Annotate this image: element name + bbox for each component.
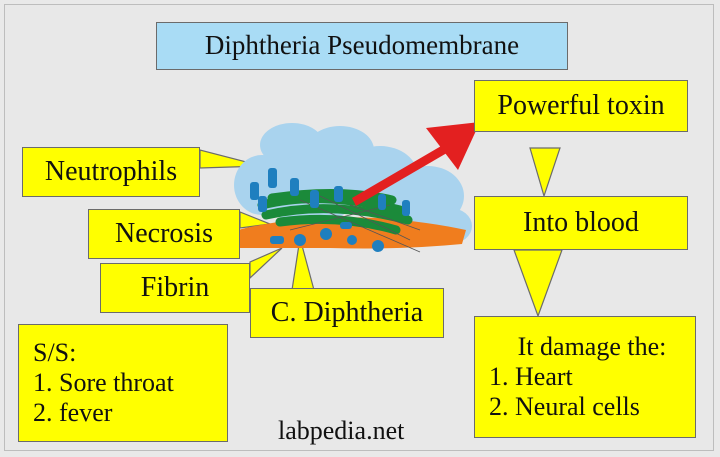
watermark: labpedia.net [278,416,405,445]
label-c-diphtheria: C. Diphtheria [250,288,444,338]
damage-heading: It damage the: [517,332,667,362]
damage-item: 2. Neural cells [489,391,640,421]
label-fibrin: Fibrin [100,263,250,313]
c-diphtheria-bacteria [250,168,410,252]
toxin-arrow [352,122,480,206]
fibrin-pointer [249,247,283,280]
damage-item: 1. Heart [489,362,573,392]
label-neutrophils: Neutrophils [22,147,200,197]
signs-symptoms-box: S/S: 1. Sore throat 2. fever [18,324,228,442]
damage-box: It damage the: 1. Heart 2. Neural cells [474,316,696,438]
toxin-to-blood-pointer [529,147,561,199]
label-necrosis: Necrosis [88,209,240,259]
label-into-blood: Into blood [474,196,688,250]
signs-symptoms-item: 1. Sore throat [33,368,174,398]
signs-symptoms-item: 2. fever [33,397,113,427]
diagram-title: Diphtheria Pseudomembrane [156,22,568,70]
blood-to-damage-pointer [513,249,563,318]
necrosis-pointer [239,211,273,229]
fibrin-strands [289,195,421,253]
label-powerful-toxin: Powerful toxin [474,80,688,132]
signs-symptoms-heading: S/S: [33,338,77,368]
